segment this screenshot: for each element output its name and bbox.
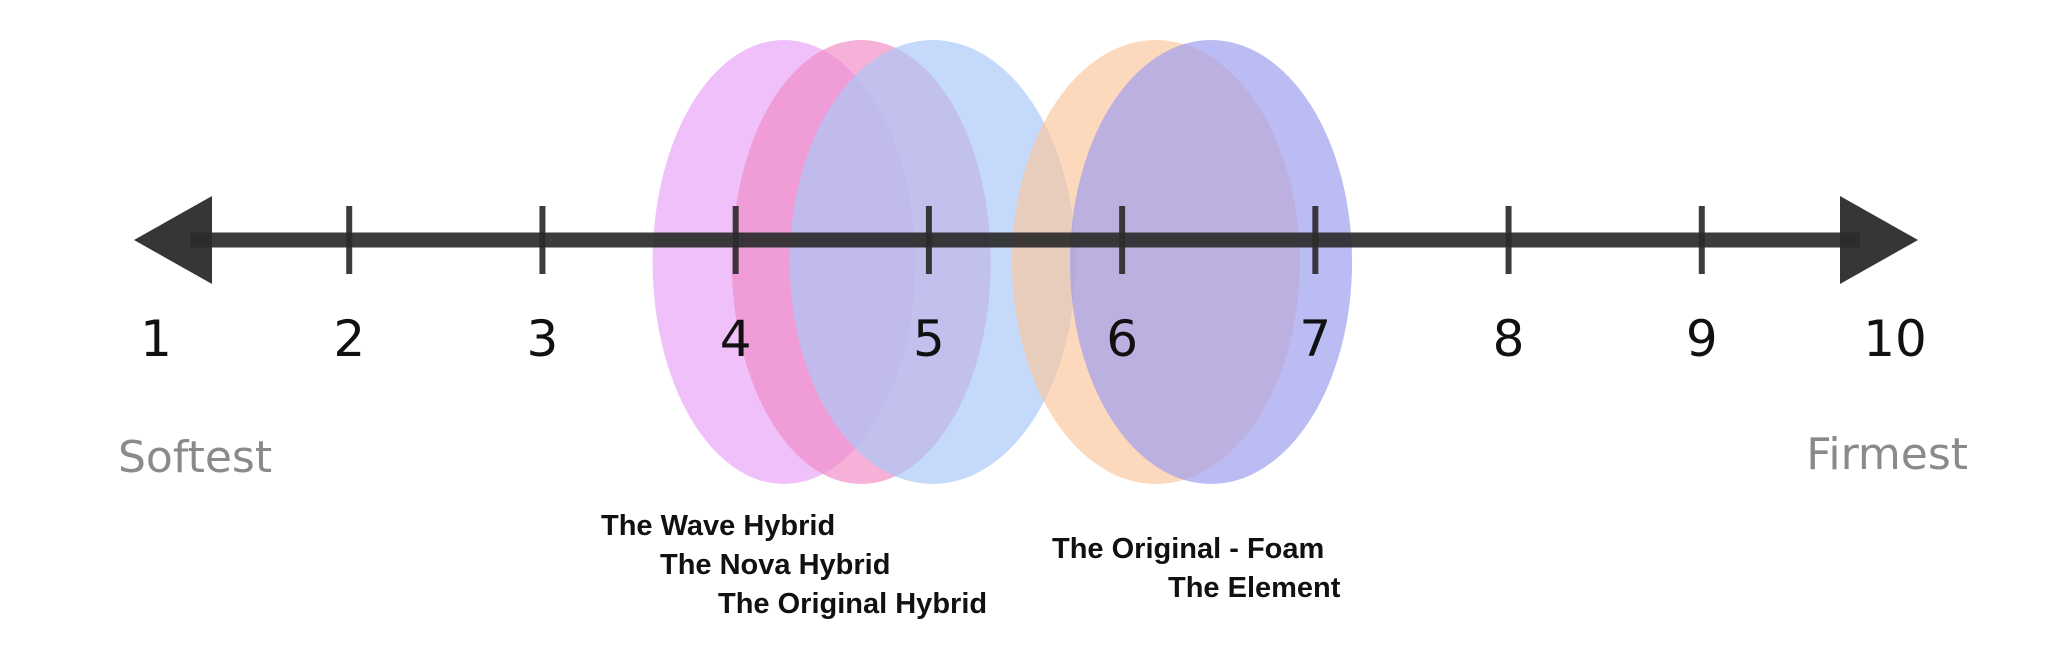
original-hybrid-label: The Original Hybrid	[718, 588, 988, 620]
firmness-ranges	[652, 40, 1353, 484]
tick-label-8: 8	[1492, 310, 1525, 368]
tick-label-3: 3	[526, 310, 559, 368]
original-foam-label: The Original - Foam	[1052, 533, 1325, 565]
softest-label: Softest	[118, 432, 273, 483]
wave-hybrid-label: The Wave Hybrid	[601, 510, 836, 542]
element-label: The Element	[1168, 572, 1341, 604]
tick-label-4: 4	[719, 310, 752, 368]
nova-hybrid-label: The Nova Hybrid	[660, 549, 891, 581]
range-the-original-hybrid	[789, 40, 1076, 484]
tick-label-2: 2	[333, 310, 366, 368]
tick-label-5: 5	[912, 310, 945, 368]
right-arrow	[1840, 196, 1918, 284]
firmest-label: Firmest	[1806, 429, 1968, 480]
tick-label-10: 10	[1863, 310, 1927, 368]
left-arrow	[134, 196, 212, 284]
tick-label-6: 6	[1106, 310, 1139, 368]
tick-label-1: 1	[140, 310, 172, 368]
tick-label-9: 9	[1685, 310, 1718, 368]
tick-label-7: 7	[1299, 310, 1332, 368]
range-the-element	[1069, 40, 1353, 484]
number-line	[134, 196, 1918, 284]
